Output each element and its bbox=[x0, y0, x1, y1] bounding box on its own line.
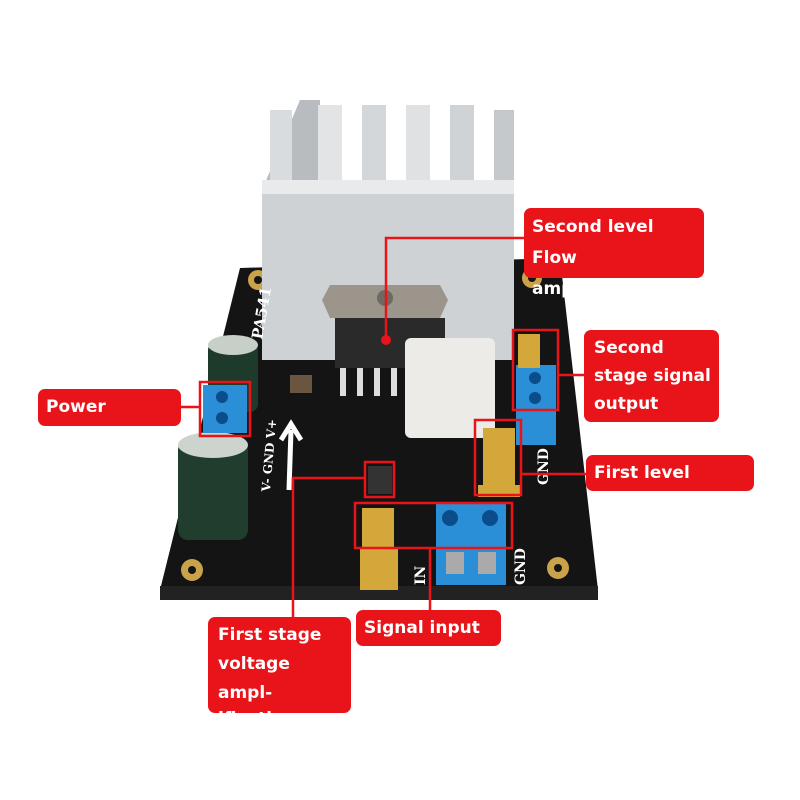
output-terminal bbox=[516, 365, 556, 445]
heatsink bbox=[262, 100, 514, 360]
silk-gnd-right: GND bbox=[536, 448, 552, 485]
label-line: ification bbox=[218, 709, 296, 729]
annotation-leaders bbox=[181, 236, 586, 617]
input-terminal bbox=[436, 503, 506, 585]
label-line: First stage bbox=[218, 625, 322, 645]
label-line: Flow amplification bbox=[532, 248, 657, 299]
silk-in: IN bbox=[413, 565, 429, 585]
capacitor bbox=[178, 432, 248, 540]
label-second-stage-output: Second stage signal output bbox=[584, 330, 719, 422]
label-line: output bbox=[594, 394, 659, 414]
label-power-supply: Power supply bbox=[38, 389, 181, 446]
label-second-level: Second level Flow amplification bbox=[524, 208, 704, 299]
sma-connector bbox=[360, 334, 540, 590]
label-first-stage: First stage voltage ampl- ification bbox=[208, 617, 351, 729]
label-line: Second bbox=[594, 338, 664, 358]
power-terminal bbox=[203, 385, 247, 433]
label-signal-input: Signal input bbox=[356, 610, 501, 646]
silk-gnd-bottom: GND bbox=[513, 548, 529, 585]
op-amp-chip bbox=[368, 466, 392, 494]
label-line: Second level bbox=[532, 217, 654, 237]
label-first-level-output: First level output bbox=[586, 455, 754, 511]
label-line: voltage ampl- bbox=[218, 654, 290, 703]
label-line: stage signal bbox=[594, 366, 711, 386]
ceramic-resistor bbox=[405, 338, 495, 438]
silk-power-pins: V- GND V+ bbox=[259, 419, 279, 494]
arrow-marking bbox=[278, 419, 304, 491]
